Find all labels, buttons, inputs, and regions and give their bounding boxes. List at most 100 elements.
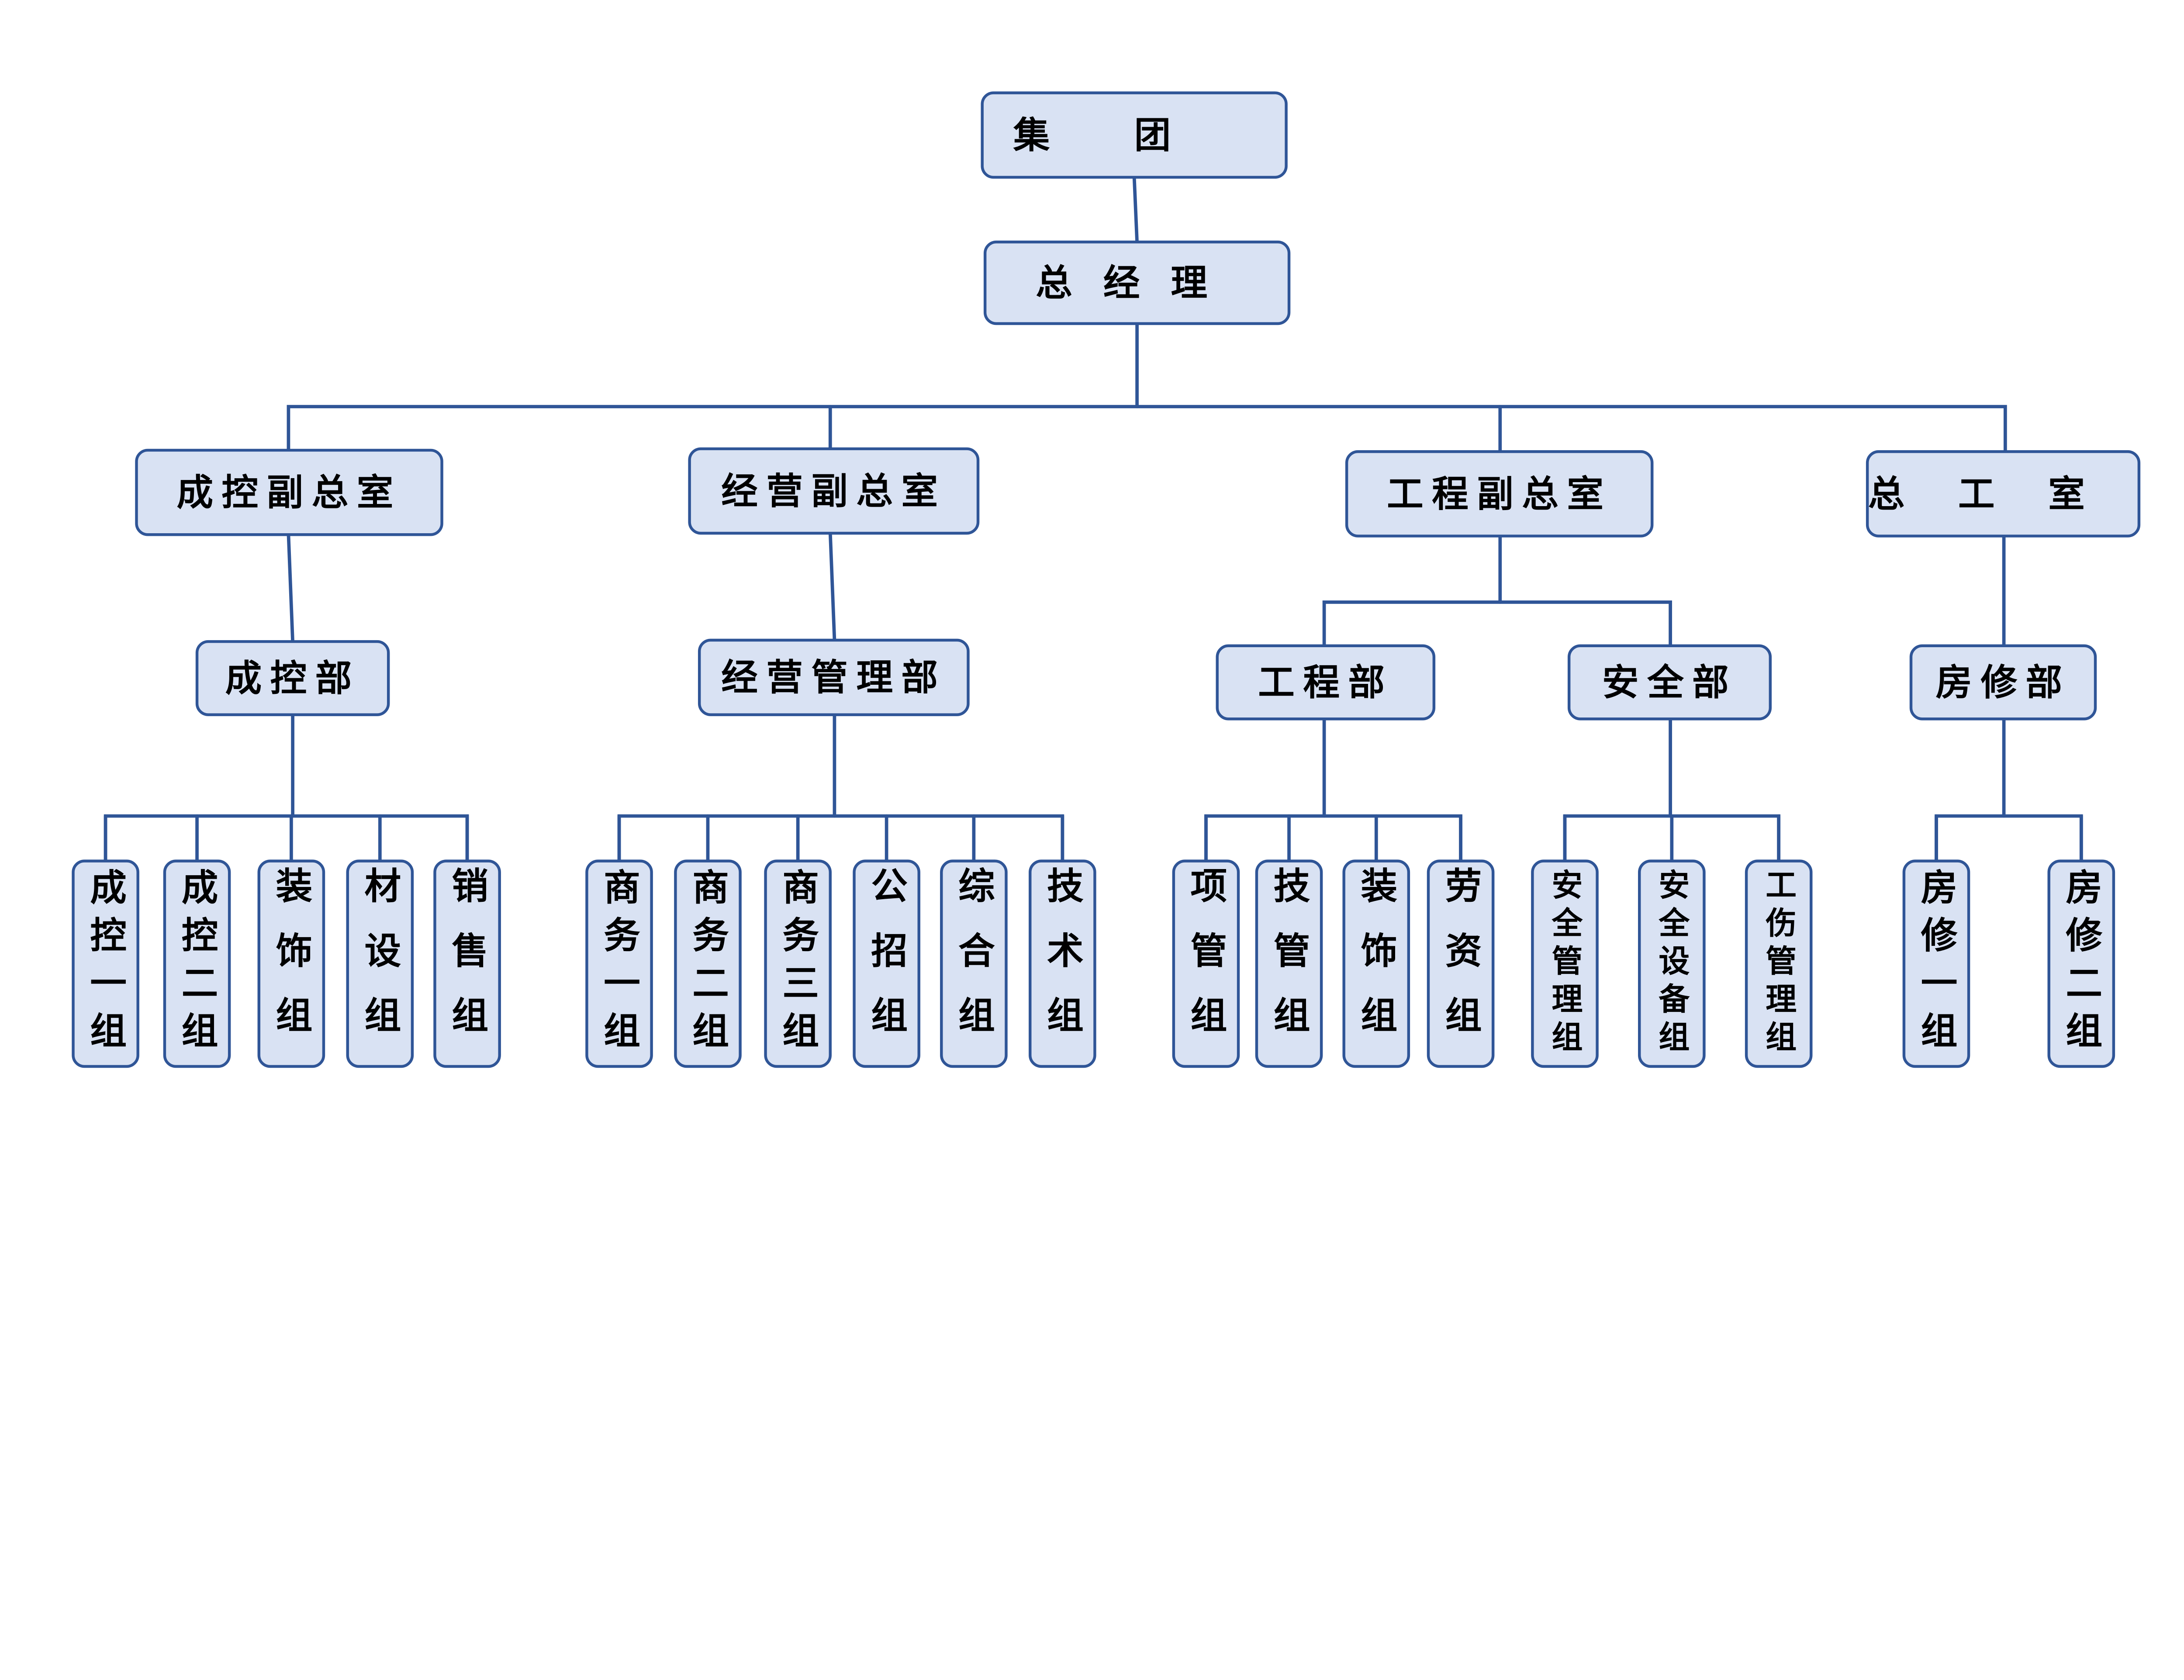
group-box-shape [940, 859, 1008, 1068]
group-box: 装饰组 [257, 859, 325, 1068]
group-box-label: 房修二组 [2060, 868, 2103, 1059]
deputy-box-label: 总工室 [1868, 473, 2139, 515]
group-box-shape [764, 859, 832, 1068]
connector-groups-bar [1935, 814, 2083, 863]
connector-groups-bar [617, 814, 1064, 863]
group-box-label: 技术组 [1041, 867, 1084, 1061]
department-box-label: 经营管理部 [721, 656, 946, 699]
group-box: 商务一组 [585, 859, 653, 1068]
group-box: 项管组 [1172, 859, 1240, 1068]
connector-dept [828, 531, 836, 642]
group-box-shape [163, 859, 231, 1068]
root-box-label: 集团 [1013, 114, 1255, 156]
connector-engineering-bar [1322, 600, 1672, 648]
group-box-label: 装饰组 [270, 867, 313, 1061]
department-box-label: 安全部 [1602, 661, 1737, 704]
group-box-label: 成控一组 [84, 868, 127, 1059]
group-box-shape [585, 859, 653, 1068]
group-box: 商务三组 [764, 859, 832, 1068]
department-box-shape [195, 640, 390, 716]
group-box-shape [1902, 859, 1970, 1068]
deputy-box: 工程副总室 [1345, 450, 1654, 538]
group-box-shape [1531, 859, 1599, 1068]
department-box-label: 工程部 [1258, 661, 1393, 704]
group-box-shape [257, 859, 325, 1068]
group-box: 工伤管理组 [1745, 859, 1813, 1068]
deputy-box-label: 成控副总室 [176, 471, 401, 514]
group-box: 房修二组 [2047, 859, 2115, 1068]
group-box-label: 销售组 [446, 867, 489, 1061]
connector-root [1132, 176, 1139, 244]
department-box: 房修部 [1909, 644, 2097, 721]
group-box-label: 技管组 [1268, 867, 1310, 1061]
group-box: 房修一组 [1902, 859, 1970, 1068]
deputy-box-shape [688, 447, 980, 535]
group-box-shape [346, 859, 414, 1068]
group-box-label: 综合组 [952, 866, 995, 1061]
connector-dept [287, 533, 294, 643]
root-box-shape [981, 91, 1288, 179]
department-box-shape [1216, 644, 1436, 721]
group-box-label: 劳资组 [1439, 867, 1482, 1061]
group-box: 装饰组 [1342, 859, 1410, 1068]
group-box-label: 装饰组 [1355, 867, 1398, 1061]
group-box-shape [2047, 859, 2115, 1068]
group-box: 劳资组 [1427, 859, 1495, 1068]
group-box: 技管组 [1255, 859, 1323, 1068]
deputy-box-shape [1345, 450, 1654, 538]
group-box-shape [1745, 859, 1813, 1068]
group-box-shape [433, 859, 501, 1068]
group-box-shape [1342, 859, 1410, 1068]
general-manager-box: 总经理 [983, 240, 1291, 325]
department-box: 经营管理部 [698, 638, 970, 716]
department-box-shape [1909, 644, 2097, 721]
group-box-shape [1427, 859, 1495, 1068]
department-box-label: 成控部 [225, 657, 360, 700]
group-box: 商务二组 [674, 859, 742, 1068]
department-box-shape [1567, 644, 1772, 721]
group-box-label: 商务三组 [777, 868, 819, 1059]
deputy-box: 经营副总室 [688, 447, 980, 535]
deputy-box-label: 工程副总室 [1387, 473, 1612, 515]
connector-deputies-bar [287, 405, 2007, 454]
group-box-label: 安全管理组 [1547, 869, 1583, 1059]
department-box: 安全部 [1567, 644, 1772, 721]
group-box: 安全管理组 [1531, 859, 1599, 1068]
general-manager-box-shape [983, 240, 1291, 325]
group-box-shape [1638, 859, 1706, 1068]
group-box: 成控二组 [163, 859, 231, 1068]
deputy-box: 成控副总室 [135, 448, 443, 536]
department-box: 工程部 [1216, 644, 1436, 721]
group-box-shape [853, 859, 920, 1068]
group-box: 综合组 [940, 859, 1008, 1068]
deputy-box-label: 经营副总室 [721, 469, 946, 512]
deputy-box-shape [1866, 450, 2141, 538]
group-box: 技术组 [1029, 859, 1096, 1068]
group-box-label: 材设组 [359, 867, 401, 1061]
root-box: 集团 [981, 91, 1288, 179]
group-box-shape [1255, 859, 1323, 1068]
group-box-label: 项管组 [1185, 867, 1227, 1061]
group-box-shape [72, 859, 139, 1068]
department-box-label: 房修部 [1935, 661, 2070, 704]
connector-groups-bar [104, 814, 469, 863]
group-box-label: 安全设备组 [1654, 869, 1690, 1059]
group-box: 公招组 [853, 859, 920, 1068]
group-box-shape [1172, 859, 1240, 1068]
group-box-label: 商务二组 [686, 868, 729, 1059]
group-box-label: 公招组 [865, 867, 908, 1061]
deputy-box: 总工室 [1866, 450, 2141, 538]
deputy-box-shape [135, 448, 443, 536]
group-box-shape [1029, 859, 1096, 1068]
group-box-label: 成控二组 [176, 868, 218, 1059]
group-box: 材设组 [346, 859, 414, 1068]
general-manager-box-label: 总经理 [1036, 262, 1238, 304]
department-box-shape [698, 638, 970, 716]
group-box-shape [674, 859, 742, 1068]
connector-groups-bar [1204, 814, 1462, 863]
group-box: 销售组 [433, 859, 501, 1068]
group-box: 安全设备组 [1638, 859, 1706, 1068]
group-box: 成控一组 [72, 859, 139, 1068]
department-box: 成控部 [195, 640, 390, 716]
